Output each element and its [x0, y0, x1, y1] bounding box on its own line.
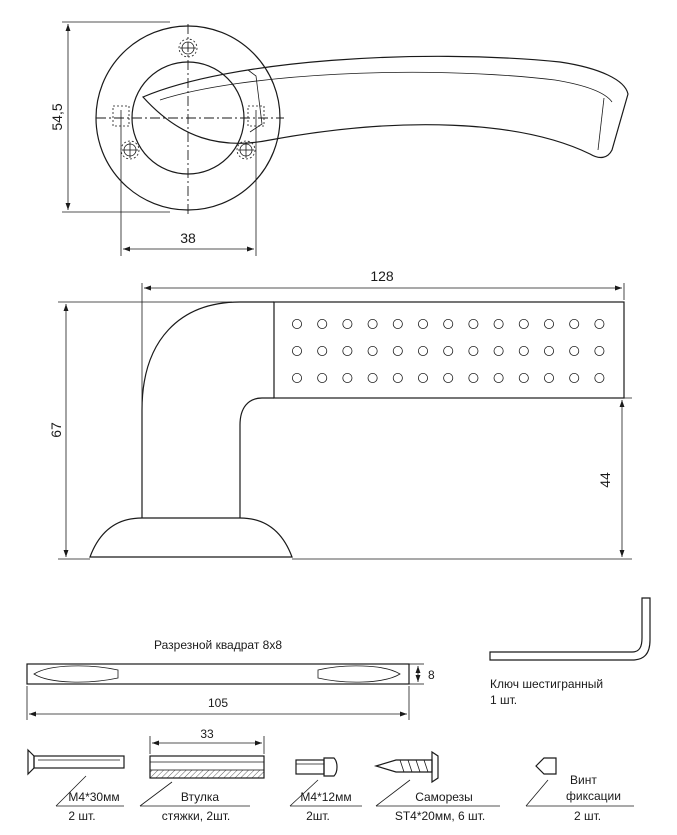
grip-dot — [367, 372, 378, 383]
hex-key-count: 1 шт. — [490, 693, 517, 707]
grip-dot — [493, 372, 504, 383]
grip-dot — [544, 345, 555, 356]
grip-dot — [594, 345, 605, 356]
spindle-width-dimension: 8 — [428, 668, 435, 682]
grip-dot — [392, 372, 403, 383]
split-spindle: Разрезной квадрат 8x8 8 105 — [26, 638, 435, 720]
screw-icon — [373, 759, 433, 773]
screw-icon — [27, 748, 35, 776]
set-screw: Винт фиксации 2 шт. — [525, 757, 634, 823]
grip-dot — [317, 345, 328, 356]
grip-dot — [392, 345, 403, 356]
sleeve: 33 Втулка стяжки, 2шт. — [139, 727, 265, 823]
grip-dot — [342, 318, 353, 329]
grip-dot — [417, 318, 428, 329]
grip-dot — [392, 318, 403, 329]
side-view: 128 67 44 — [48, 268, 632, 560]
grip-dot — [468, 345, 479, 356]
grip-dot — [544, 318, 555, 329]
lever-neck — [141, 301, 274, 518]
setscrew-count: 2 шт. — [574, 809, 601, 823]
bolt-m4x30-count: 2 шт. — [68, 809, 95, 823]
rose-height-dimension: 54,5 — [49, 103, 65, 130]
self-tapping-screws: Саморезы ST4*20мм, 6 шт. — [373, 750, 500, 823]
hex-key-icon — [489, 597, 651, 661]
grip-dot — [569, 345, 580, 356]
grip-dot — [518, 318, 529, 329]
grip-dot — [342, 372, 353, 383]
grip-dot — [291, 345, 302, 356]
grip-dot — [594, 372, 605, 383]
grip-dot — [417, 345, 428, 356]
grip-dot — [544, 372, 555, 383]
screw-icon — [535, 757, 557, 775]
grip-dot — [342, 345, 353, 356]
sleeve-label: Втулка — [181, 790, 219, 804]
grip-dot — [291, 318, 302, 329]
screws-label: Саморезы — [415, 790, 473, 804]
screws-count: ST4*20мм, 6 шт. — [395, 809, 485, 823]
hex-key-label: Ключ шестигранный — [490, 677, 603, 691]
grip-dot — [291, 372, 302, 383]
grip-dot — [518, 372, 529, 383]
grip-dot — [317, 372, 328, 383]
grip-dot — [493, 318, 504, 329]
grip-dot — [468, 372, 479, 383]
handle-height-dimension: 44 — [597, 472, 613, 488]
rose-holes-dimension: 38 — [180, 230, 196, 246]
grip-dot — [468, 318, 479, 329]
bolt-m4x30: M4*30мм 2 шт. — [27, 748, 125, 823]
spindle-title: Разрезной квадрат 8x8 — [154, 638, 282, 652]
rose-base — [89, 517, 293, 558]
overall-height-dimension: 67 — [48, 422, 64, 438]
setscrew-label-2: фиксации — [566, 789, 621, 803]
grip-dot — [493, 345, 504, 356]
grip-dot — [443, 372, 454, 383]
bolt-m4x12-count: 2шт. — [306, 809, 330, 823]
grip-dot — [443, 318, 454, 329]
grip-dot — [518, 345, 529, 356]
grip-dot — [367, 345, 378, 356]
bolt-m4x12: M4*12мм 2шт. — [289, 757, 362, 823]
grip-dot — [443, 345, 454, 356]
grip-dot — [317, 318, 328, 329]
grip-dot — [594, 318, 605, 329]
sleeve-length-dimension: 33 — [200, 727, 214, 741]
hex-key: Ключ шестигранный 1 шт. — [489, 597, 651, 707]
setscrew-label: Винт — [570, 773, 597, 787]
grip-dot — [417, 372, 428, 383]
top-view: 54,5 38 — [49, 21, 629, 256]
grip-dot — [569, 318, 580, 329]
lever-top-outline — [141, 55, 629, 159]
spindle-length-dimension: 105 — [208, 696, 228, 710]
lever-length-dimension: 128 — [370, 268, 394, 284]
sleeve-count: стяжки, 2шт. — [162, 809, 230, 823]
grip-dots — [291, 318, 605, 383]
bolt-m4x30-label: M4*30мм — [68, 790, 119, 804]
grip-dot — [367, 318, 378, 329]
bolt-m4x12-label: M4*12мм — [300, 790, 351, 804]
grip-dot — [569, 372, 580, 383]
